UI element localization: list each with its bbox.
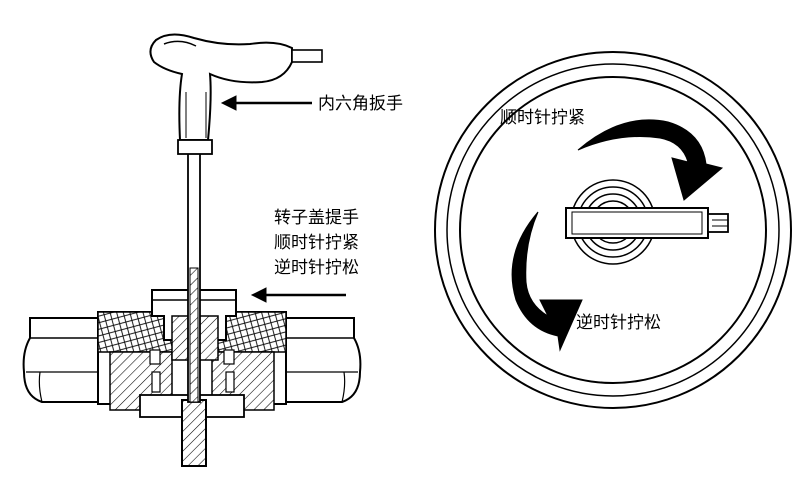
clockwise-tighten-label: 顺时针拧紧 bbox=[500, 108, 585, 128]
rotor-cross-section bbox=[22, 151, 362, 467]
rotate-counterclockwise-arrow-icon bbox=[511, 211, 583, 352]
rotor-cap-label-line1: 转子盖提手 bbox=[274, 208, 359, 228]
rotor-cap-handle-top bbox=[565, 207, 709, 239]
rotor-cap-label-line3: 逆时针拧松 bbox=[274, 258, 359, 278]
hex-wrench bbox=[149, 33, 323, 155]
rotor-cap-label-line2: 顺时针拧紧 bbox=[274, 233, 359, 253]
hex-wrench-label: 内六角扳手 bbox=[318, 94, 403, 114]
drive-shaft bbox=[181, 399, 207, 467]
rotate-clockwise-arrow-icon bbox=[577, 119, 724, 201]
rotor-body-left-wing bbox=[22, 317, 109, 403]
counterclockwise-loosen-label: 逆时针拧松 bbox=[576, 313, 661, 333]
pointer-arrow-icon bbox=[220, 95, 312, 111]
rotor-top-view bbox=[434, 51, 792, 409]
hex-wrench-handle bbox=[149, 33, 293, 141]
rotor-body-right-wing bbox=[275, 317, 362, 403]
rotor-outer-rim bbox=[434, 51, 792, 409]
pointer-arrow-icon bbox=[250, 287, 346, 303]
